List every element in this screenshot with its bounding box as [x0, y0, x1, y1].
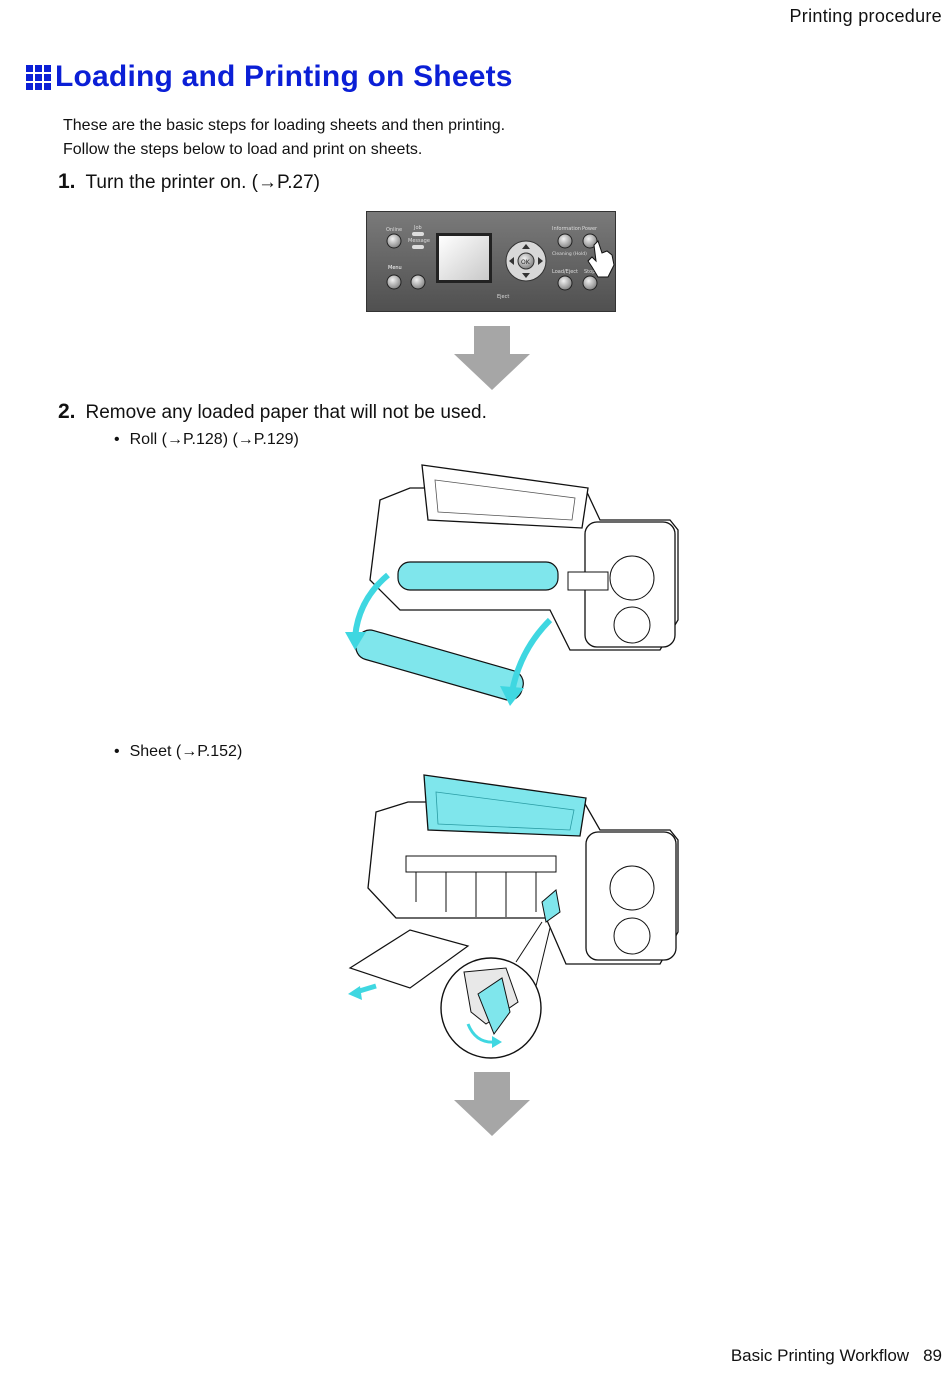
ok-label: OK	[521, 259, 531, 266]
panel-label-online: Online	[386, 227, 402, 233]
panel-label-information: Information	[552, 226, 581, 232]
bullet-text: Roll (→P.128) (→P.129)	[129, 431, 299, 448]
arrow-down-icon	[454, 326, 530, 390]
bullet-marker: •	[114, 431, 120, 448]
panel-label-load-eject: Load/Eject	[552, 269, 578, 275]
running-header: Printing procedure	[789, 6, 942, 26]
title-row: Loading and Printing on Sheets	[26, 60, 513, 94]
panel-label-cleaning: Cleaning (Hold)	[552, 251, 587, 257]
back-button	[410, 274, 426, 290]
pointing-hand-icon	[587, 240, 615, 278]
stop-button	[582, 275, 598, 291]
panel-label-stop: Stop	[584, 269, 595, 275]
menu-button	[386, 274, 402, 290]
power-button	[582, 233, 598, 249]
intro-line-1: These are the basic steps for loading sh…	[63, 117, 506, 134]
page-footer: Basic Printing Workflow 89	[731, 1346, 942, 1366]
panel-label-eject: Eject	[497, 294, 509, 300]
page-number: 89	[923, 1346, 942, 1365]
online-button	[386, 233, 402, 249]
sheet-removal-illustration	[346, 772, 682, 1062]
panel-label-menu: Menu	[388, 265, 402, 271]
step-2: 2. Remove any loaded paper that will not…	[58, 400, 487, 424]
grid-icon	[26, 64, 51, 90]
intro-text: These are the basic steps for loading sh…	[63, 114, 505, 162]
step-number: 2.	[58, 400, 76, 423]
step-1: 1. Turn the printer on. (→P.27)	[58, 170, 320, 194]
bullet-roll: • Roll (→P.128) (→P.129)	[114, 431, 299, 449]
panel-label-job: Job	[413, 225, 422, 231]
bullet-sheet: • Sheet (→P.152)	[114, 743, 242, 761]
information-button	[557, 233, 573, 249]
page-title: Loading and Printing on Sheets	[55, 60, 513, 93]
step-text: Remove any loaded paper that will not be…	[85, 402, 487, 423]
control-panel-illustration: Online Job Message Menu OK Eject Informa…	[366, 211, 616, 312]
load-eject-button	[557, 275, 573, 291]
bullet-text: Sheet (→P.152)	[129, 743, 243, 760]
step-text: Turn the printer on. (→P.27)	[85, 172, 320, 193]
step-number: 1.	[58, 170, 76, 193]
panel-label-power: Power	[582, 226, 598, 232]
panel-label-message: Message	[408, 238, 430, 244]
roll-removal-illustration	[340, 460, 682, 735]
bullet-marker: •	[114, 743, 120, 760]
arrow-down-icon	[454, 1072, 530, 1136]
footer-section: Basic Printing Workflow	[730, 1346, 910, 1365]
intro-line-2: Follow the steps below to load and print…	[63, 141, 423, 158]
